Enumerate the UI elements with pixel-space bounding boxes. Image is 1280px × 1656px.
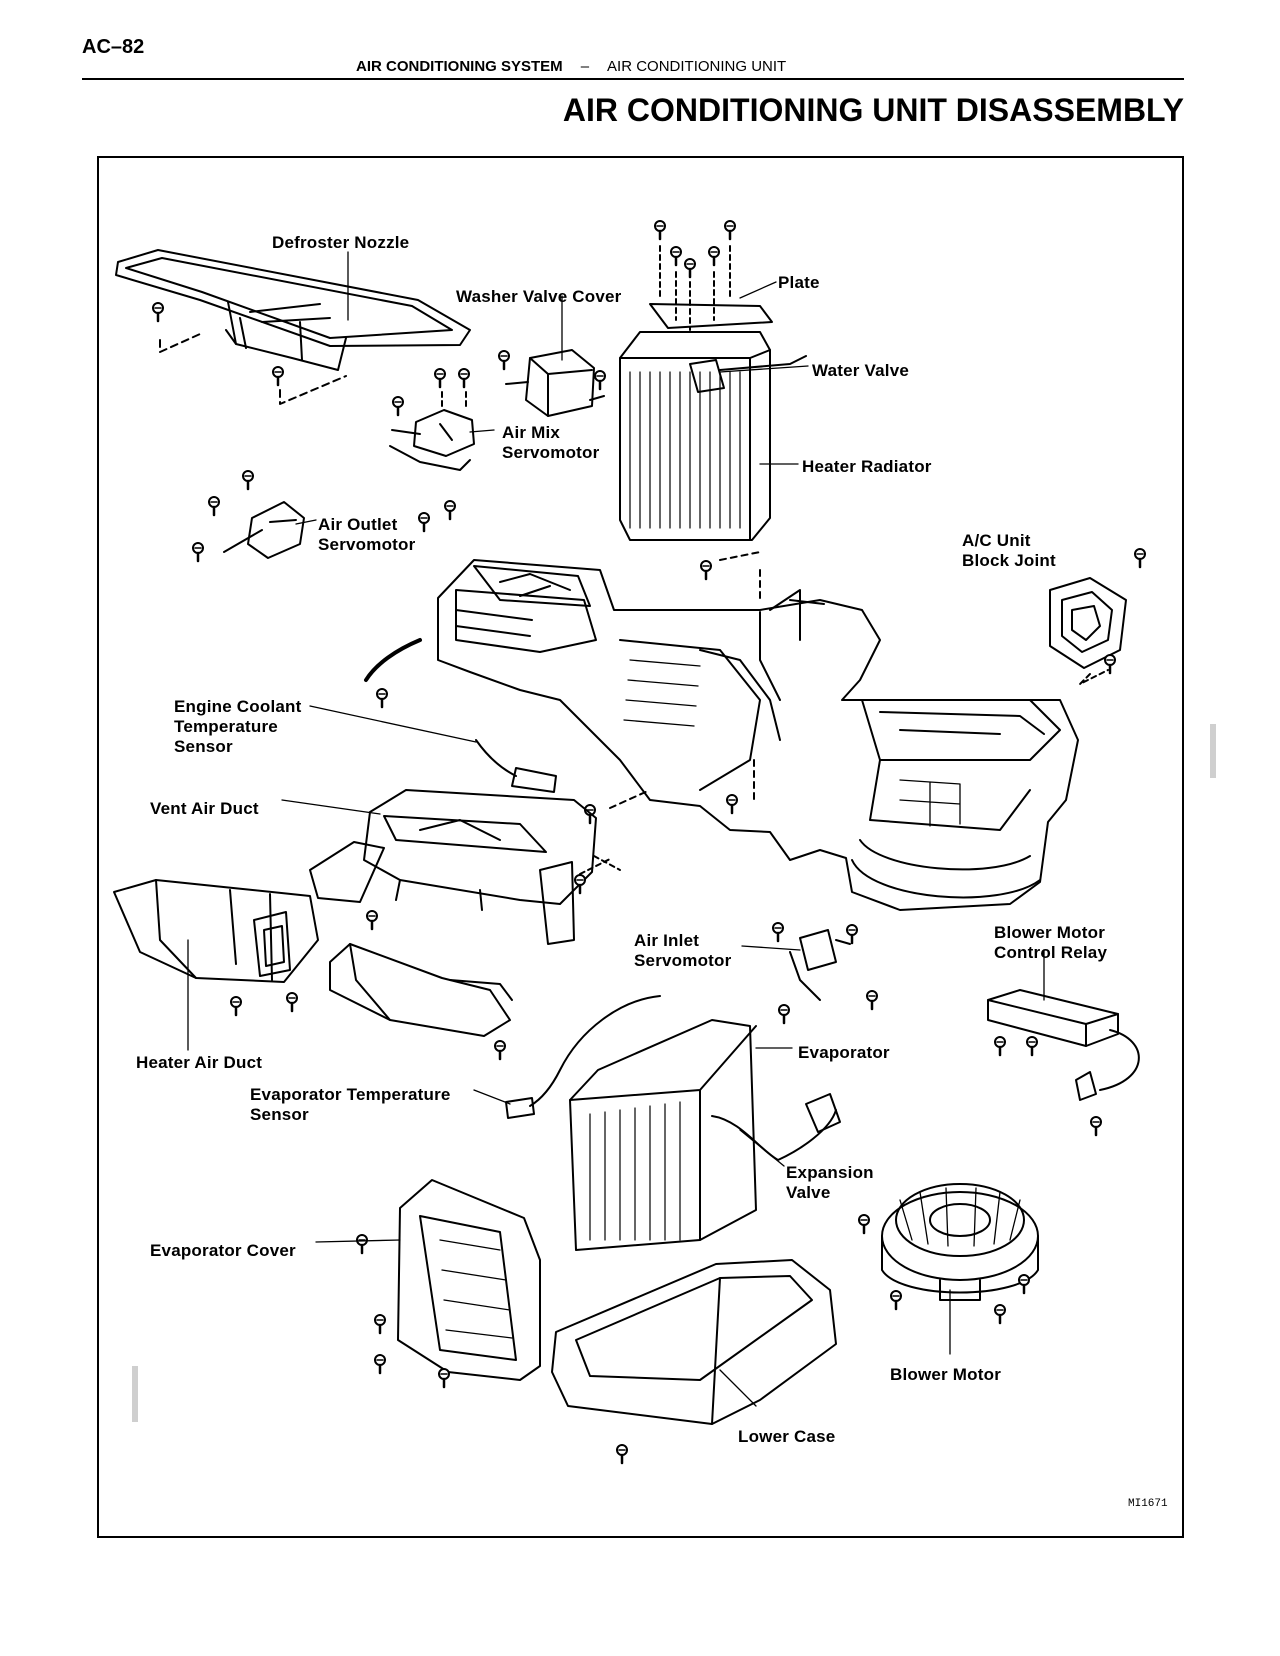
label-evaporator: Evaporator	[798, 1043, 890, 1062]
control-relay-part	[987, 989, 1140, 1137]
header-rule	[82, 78, 1184, 80]
label-defroster-nozzle: Defroster Nozzle	[272, 233, 410, 252]
label-air-mix-servomotor-2: Servomotor	[502, 443, 600, 462]
heater-radiator-part	[619, 219, 807, 541]
air-mix-servomotor-part	[389, 367, 475, 471]
label-expansion-valve-1: Expansion	[786, 1163, 874, 1182]
blower-motor-part	[857, 1183, 1039, 1325]
defroster-nozzle-part	[115, 249, 471, 405]
vent-air-duct-part	[309, 789, 621, 945]
label-air-outlet-servomotor-2: Servomotor	[318, 535, 416, 554]
scan-artifact	[132, 1366, 138, 1422]
label-water-valve: Water Valve	[812, 361, 910, 380]
coolant-sensor-part	[475, 739, 557, 793]
label-evaporator-cover: Evaporator Cover	[150, 1241, 296, 1260]
evap-temp-sensor-part	[505, 995, 661, 1119]
label-engine-coolant-sensor-3: Sensor	[174, 737, 233, 756]
label-air-outlet-servomotor-1: Air Outlet	[318, 515, 398, 534]
diagram-frame	[97, 156, 1184, 1538]
label-air-inlet-servomotor-2: Servomotor	[634, 951, 732, 970]
lower-case-part	[551, 1259, 837, 1465]
evaporator-cover-part	[355, 1179, 541, 1389]
label-washer-valve-cover: Washer Valve Cover	[456, 287, 622, 306]
heater-air-duct-part	[113, 879, 319, 1017]
subsection-name: AIR CONDITIONING UNIT	[607, 58, 787, 75]
label-plate: Plate	[778, 273, 820, 292]
ac-unit-housing-part	[364, 551, 1079, 911]
label-expansion-valve-2: Valve	[786, 1183, 831, 1202]
washer-valve-cover-part	[497, 349, 607, 417]
air-inlet-servomotor-part	[771, 921, 879, 1025]
running-head: AIR CONDITIONING SYSTEM–AIR CONDITIONING…	[356, 58, 786, 75]
label-blower-motor-control-relay-1: Blower Motor	[994, 923, 1106, 942]
ac-block-joint-part	[1049, 547, 1147, 685]
label-evaporator-temp-sensor-2: Sensor	[250, 1105, 309, 1124]
figure-code: MI1671	[1128, 1498, 1168, 1510]
section-separator: –	[580, 58, 590, 75]
small-duct-part	[329, 943, 513, 1061]
label-vent-air-duct: Vent Air Duct	[150, 799, 259, 818]
page-title: AIR CONDITIONING UNIT DISASSEMBLY	[562, 92, 1184, 128]
label-evaporator-temp-sensor-1: Evaporator Temperature	[250, 1085, 451, 1104]
label-engine-coolant-sensor-2: Temperature	[174, 717, 278, 736]
air-outlet-servomotor-part	[191, 469, 457, 563]
label-blower-motor: Blower Motor	[890, 1365, 1002, 1384]
label-lower-case: Lower Case	[738, 1427, 836, 1446]
label-blower-motor-control-relay-2: Control Relay	[994, 943, 1108, 962]
label-air-mix-servomotor-1: Air Mix	[502, 423, 561, 442]
scan-artifact	[1210, 724, 1216, 778]
label-air-inlet-servomotor-1: Air Inlet	[634, 931, 700, 950]
label-ac-unit-block-joint-2: Block Joint	[962, 551, 1056, 570]
page-number: AC–82	[82, 36, 145, 58]
evaporator-part	[569, 1019, 841, 1251]
leader-lines	[187, 251, 1045, 1407]
section-name: AIR CONDITIONING SYSTEM	[356, 58, 563, 75]
label-ac-unit-block-joint-1: A/C Unit	[962, 531, 1031, 550]
label-engine-coolant-sensor-1: Engine Coolant	[174, 697, 302, 716]
label-heater-air-duct: Heater Air Duct	[136, 1053, 263, 1072]
label-heater-radiator: Heater Radiator	[802, 457, 932, 476]
